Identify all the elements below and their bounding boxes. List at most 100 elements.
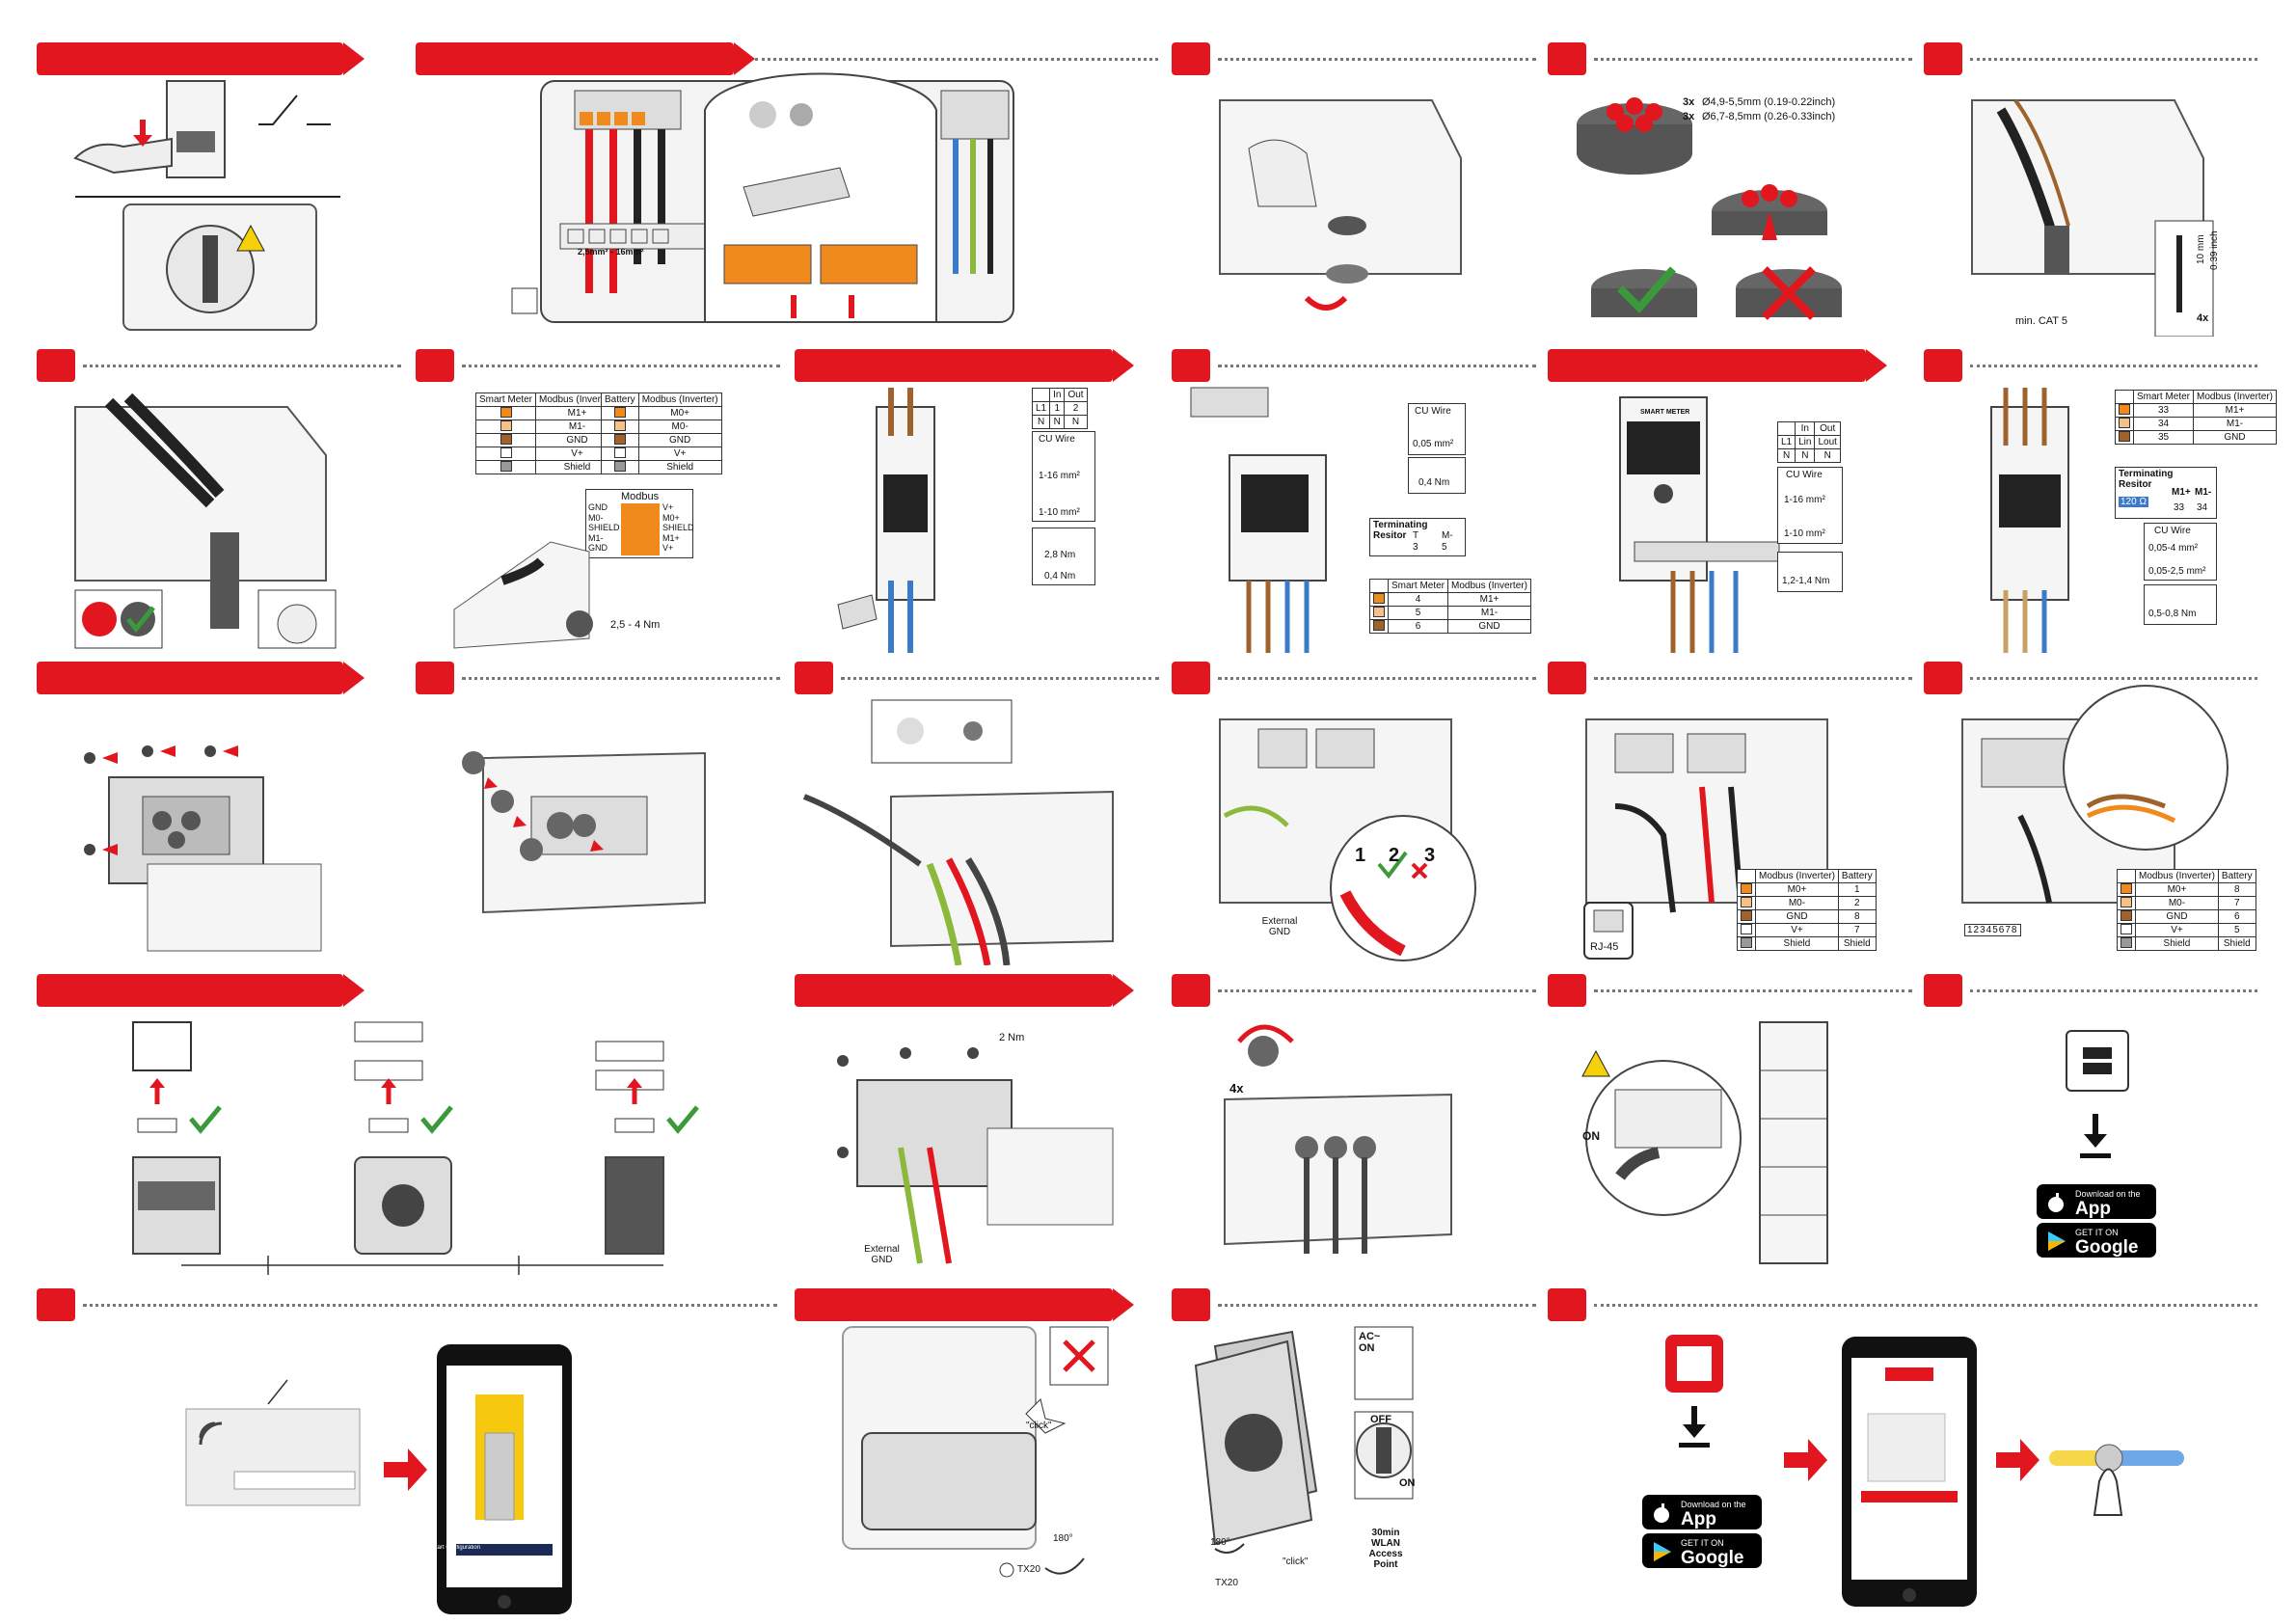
gland-spec-1: Ø4,9-5,5mm (0.19-0.22inch) <box>1702 96 1836 108</box>
step-19: 2 Nm External GND <box>795 974 1161 1283</box>
step-badge <box>1172 974 1210 1007</box>
gland-spec-2: Ø6,7-8,5mm (0.26-0.33inch) <box>1702 111 1836 122</box>
step-6 <box>37 349 403 653</box>
meter-wiring-illustration <box>837 388 935 653</box>
rj45-label: RJ-45 <box>1590 941 1619 953</box>
gland-inserts-illustration <box>1577 97 1842 320</box>
step-20: 4x <box>1172 974 1538 1283</box>
step-badge <box>1172 349 1210 382</box>
torque-spec-box: 1,2-1,4 Nm <box>1777 552 1843 592</box>
gland-assembly-illustration <box>74 392 337 649</box>
apple-icon <box>1654 1503 1669 1523</box>
stage-3: 3 <box>1424 845 1436 866</box>
gland-qty-2: 3x <box>1683 111 1695 122</box>
step-16: RJ-45 Modbus (Inverter)Battery M0+1 M0-2… <box>1548 662 1914 965</box>
torque-label: 2,5 - 4 Nm <box>610 619 661 631</box>
battery-modbus-illustration <box>1583 718 1828 960</box>
step-25: AC~ ON OFF ON 30min WLAN Access Point 18… <box>1172 1288 1538 1616</box>
step-18 <box>37 974 782 1283</box>
cover-close-illustration <box>842 1326 1109 1578</box>
meter-terminal-illustration <box>1990 388 2069 653</box>
wire-spec-box: CU Wire 1-16 mm² 1-10 mm² <box>1777 467 1843 544</box>
terminating-resistor-box: Terminating Resitor 120 Ω M1+ M1- 33 34 <box>2115 467 2217 519</box>
tool-label: TX20 <box>1017 1564 1040 1575</box>
step-badge <box>416 662 454 694</box>
wire-count: 4x <box>2197 312 2209 324</box>
gland-qty-1: 3x <box>1683 96 1695 108</box>
step-banner <box>37 42 365 75</box>
click-label: "click" <box>1283 1556 1309 1567</box>
step-banner <box>37 974 365 1007</box>
external-gnd-label: External GND <box>864 1244 900 1265</box>
strip-length-mm: 10 mm <box>2196 234 2206 264</box>
step-badge <box>1924 974 1962 1007</box>
on-label: ON <box>1582 1129 1600 1143</box>
external-gnd-label: External GND <box>1261 916 1298 937</box>
click-label: "click" <box>1026 1421 1052 1431</box>
modbus-connector: Modbus GND M0- SHIELD M1- GND V+ M0+ SHI… <box>585 489 694 558</box>
step-badge <box>416 349 454 382</box>
step-2: 2,5mm² - 16mm² <box>416 42 1161 337</box>
cover-refit-illustration <box>837 1047 1114 1264</box>
dip-switch: 12345678 <box>1964 924 2021 936</box>
step-badge <box>37 349 75 382</box>
stage-2: 2 <box>1389 845 1400 866</box>
battery-terminal-illustration <box>1961 685 2228 904</box>
step-badge <box>795 662 833 694</box>
app-commissioning-illustration <box>1665 1335 2184 1607</box>
torque-spec-box: 2,8 Nm 0,4 Nm <box>1032 528 1095 585</box>
smart-meter-illustration <box>1619 396 1780 653</box>
step-badge <box>1548 1288 1586 1321</box>
cover-screws-illustration <box>84 745 322 952</box>
gland-tighten-illustration <box>1224 1024 1452 1254</box>
on-label: ON <box>1399 1477 1416 1489</box>
wire-gauge-label: 2,5mm² - 16mm² <box>578 247 644 257</box>
stage-1: 1 <box>1355 845 1366 866</box>
step-badge <box>1548 662 1586 694</box>
step-badge <box>1924 662 1962 694</box>
step-banner <box>795 1288 1134 1321</box>
step-1: lightning-warning-icon <box>37 42 376 337</box>
step-13 <box>416 662 782 965</box>
torque-spec-box: 0,5-0,8 Nm <box>2144 584 2217 625</box>
inverter-wiring-illustration <box>511 72 1014 323</box>
step-badge <box>1924 349 1962 382</box>
step-4: 3x Ø4,9-5,5mm (0.19-0.22inch) 3x Ø6,7-8,… <box>1548 42 1914 337</box>
play-icon <box>1654 1542 1671 1561</box>
step-17: 12345678 Modbus (Inverter)Battery M0+8 M… <box>1924 662 2259 965</box>
gland-nuts-illustration <box>462 751 706 914</box>
step-banner <box>795 974 1134 1007</box>
step-badge <box>1548 42 1586 75</box>
wire-spec-box: CU Wire 0,05-4 mm² 0,05-2,5 mm² <box>2144 523 2217 581</box>
count-label: 4x <box>1229 1081 1244 1096</box>
inverter-cover-illustration <box>1194 1326 1414 1554</box>
wire-spec-box: CU Wire 1-16 mm² 1-10 mm² <box>1032 431 1095 522</box>
off-label: OFF <box>1370 1414 1391 1425</box>
breaker-on-illustration <box>1581 1021 1828 1264</box>
app-icon <box>2066 1030 2129 1092</box>
step-9: CU Wire 0,05 mm² 0,4 Nm Terminating Resi… <box>1172 349 1538 653</box>
step-5: 10 mm 0.39 inch 4x min. CAT 5 <box>1924 42 2259 337</box>
angle-label: 180° <box>1210 1537 1230 1548</box>
play-icon <box>2048 1232 2066 1251</box>
wlan-label-illustration <box>185 1344 572 1614</box>
step-14 <box>795 662 1161 965</box>
step-badge <box>1548 974 1586 1007</box>
download-icon <box>2080 1114 2111 1158</box>
start-configuration-button[interactable]: Start Configuration <box>432 1545 481 1551</box>
